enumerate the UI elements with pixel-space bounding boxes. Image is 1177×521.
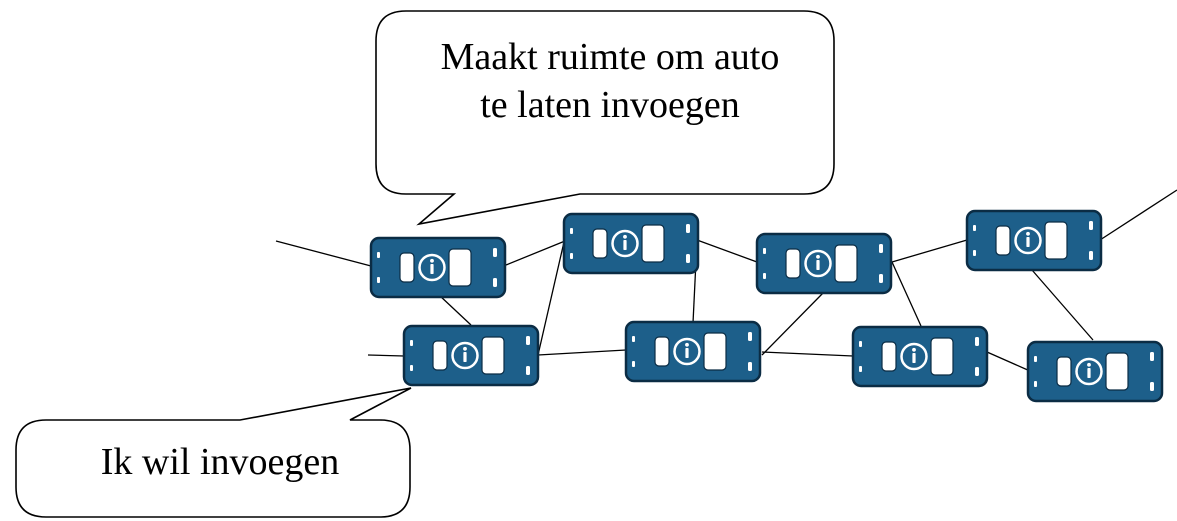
car-icon [755, 232, 893, 295]
network-links [275, 189, 1177, 372]
car-icon-merging [402, 324, 540, 387]
car-icon-merging-helper [369, 236, 507, 299]
speech-bubble-top-text: Maakt ruimte om auto te laten invoegen [395, 33, 825, 129]
car-icon [965, 209, 1103, 272]
cars [369, 209, 1164, 403]
speech-bubble-bottom [15, 387, 412, 518]
car-icon [1026, 340, 1164, 403]
speech-bubble-top-line-1: Maakt ruimte om auto [440, 36, 780, 78]
car-icon [624, 320, 762, 383]
speech-bubble-top [375, 10, 835, 226]
car-icon [562, 212, 700, 275]
speech-bubble-top-line-2: te laten invoegen [480, 84, 740, 126]
speech-bubble-bottom-text: Ik wil invoegen [100, 441, 340, 483]
car-icon [851, 325, 989, 388]
